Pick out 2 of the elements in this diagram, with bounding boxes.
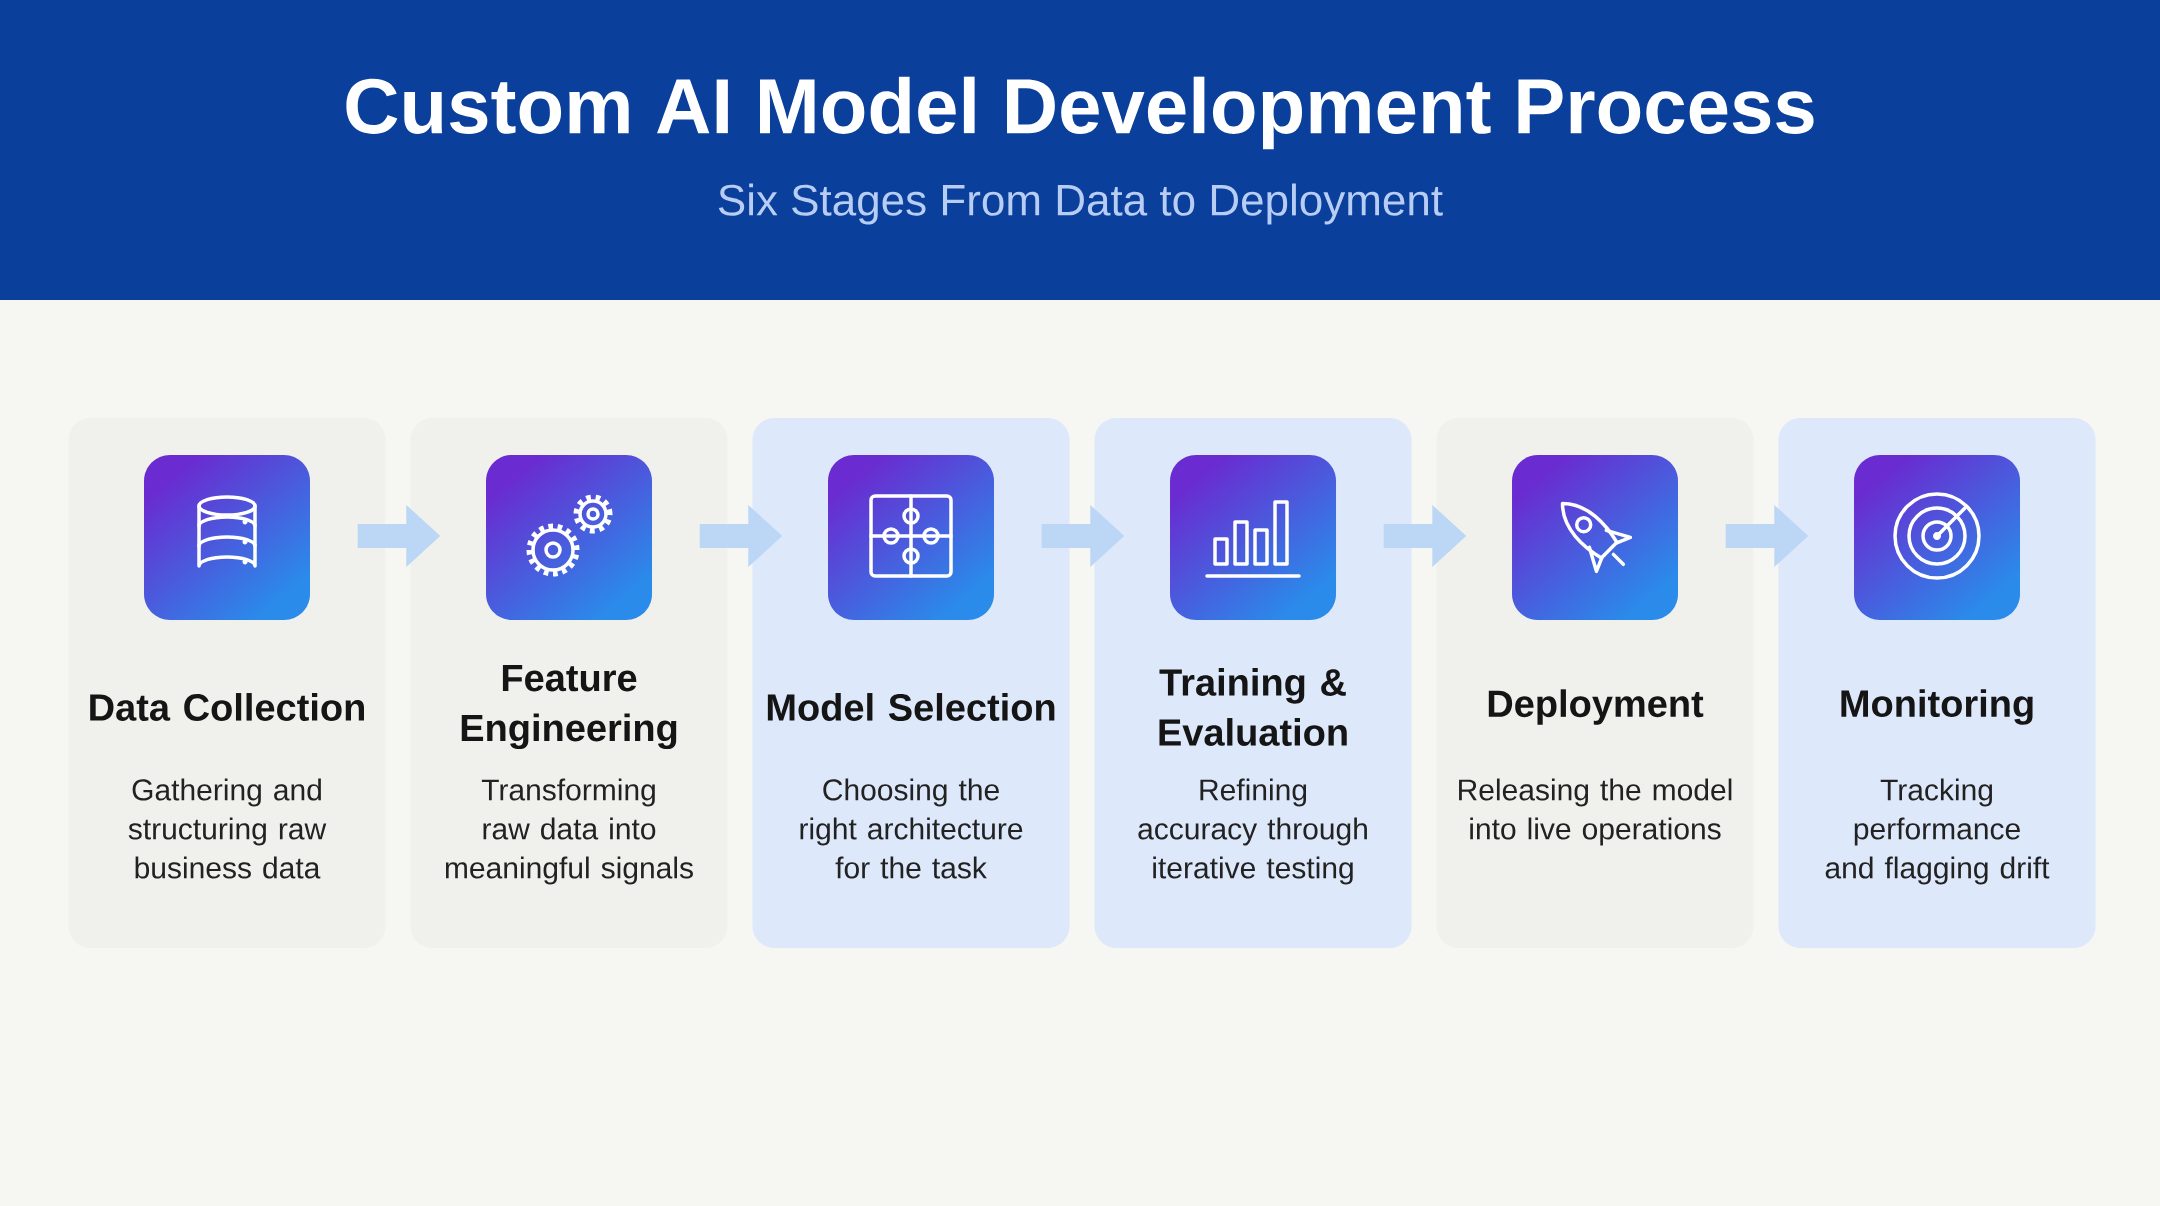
title: Custom AI Model Development Process: [346, 76, 1814, 150]
subtitle: Six Stages From Data to Deployment: [718, 183, 1443, 225]
